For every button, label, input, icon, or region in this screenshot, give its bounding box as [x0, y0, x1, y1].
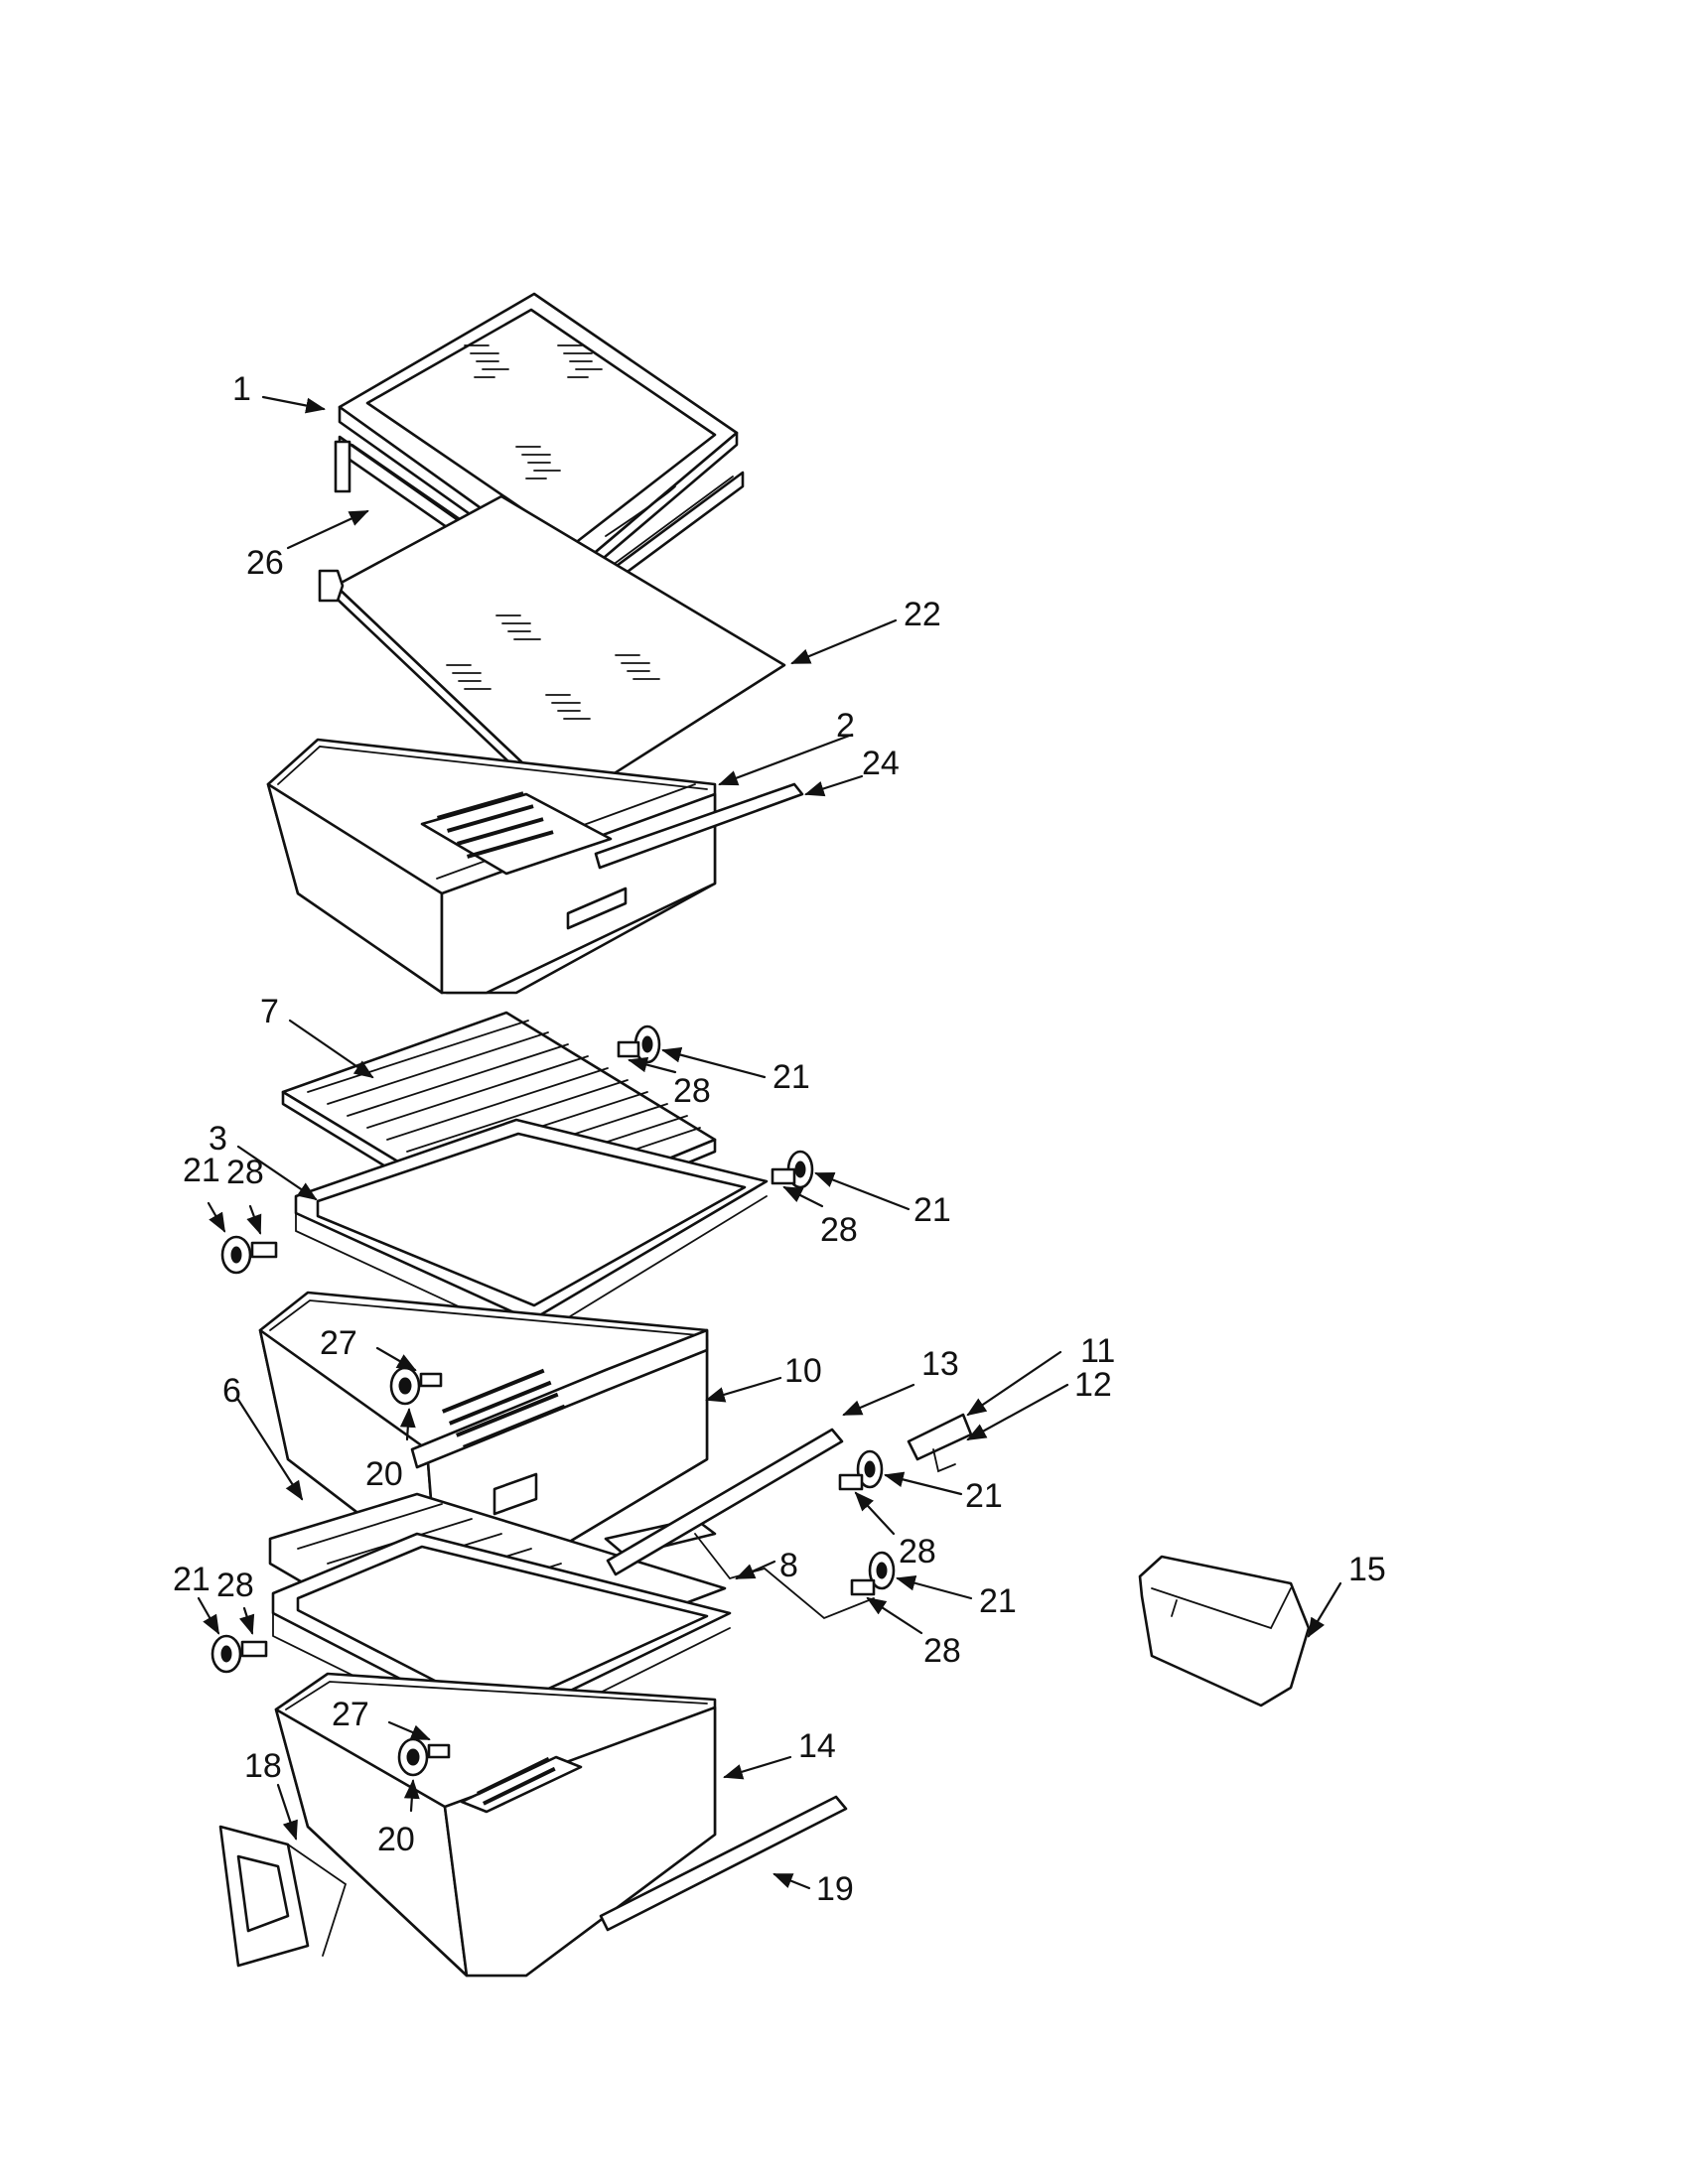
callout-labels: 1 26 22 2 24 7 21 28 3 21 28 21 28 27 20… [173, 370, 1386, 1908]
callout-28b: 28 [226, 1154, 264, 1191]
callout-18: 18 [244, 1747, 282, 1785]
spacer-28e [240, 1640, 268, 1658]
callout-24: 24 [862, 745, 900, 782]
wheel-fasteners [210, 1024, 896, 1777]
callout-22: 22 [904, 596, 941, 633]
wheel-21f [868, 1551, 896, 1590]
callout-21a: 21 [772, 1058, 810, 1096]
callout-28d: 28 [899, 1533, 936, 1570]
callout-2: 2 [836, 707, 855, 745]
callout-14: 14 [798, 1727, 836, 1765]
callout-21c: 21 [913, 1191, 951, 1229]
callout-21d: 21 [965, 1477, 1003, 1515]
wheel-21e [210, 1634, 242, 1674]
crisper-drawer-lower-14 [274, 1672, 717, 1978]
crisper-cover-glass-22 [318, 494, 786, 818]
callout-27a: 27 [320, 1324, 357, 1362]
callout-11: 11 [1080, 1332, 1115, 1370]
callout-20a: 20 [365, 1455, 403, 1493]
callout-10: 10 [784, 1352, 822, 1390]
callout-13: 13 [921, 1345, 959, 1383]
callout-28c: 28 [820, 1211, 858, 1249]
shelf-frame-8 [271, 1532, 732, 1747]
drawer-handles [218, 1413, 973, 1968]
wheel-21d [856, 1449, 884, 1489]
wheel-20b [397, 1737, 429, 1777]
callout-12: 12 [1074, 1366, 1112, 1404]
spacer-28a [617, 1040, 640, 1058]
callout-21f: 21 [979, 1582, 1017, 1620]
wheel-21b [220, 1235, 252, 1275]
callout-20b: 20 [377, 1821, 415, 1858]
wheel-20a [389, 1366, 421, 1406]
spacer-28f [850, 1578, 876, 1596]
spacer-28b [250, 1241, 278, 1259]
callout-27b: 27 [332, 1696, 369, 1733]
spacer-27b [427, 1743, 451, 1759]
callout-7: 7 [260, 993, 279, 1030]
callout-19: 19 [816, 1870, 854, 1908]
spacer-28c [771, 1167, 796, 1185]
callout-28f: 28 [923, 1632, 961, 1670]
spacer-27a [419, 1372, 443, 1388]
callout-28a: 28 [673, 1072, 711, 1110]
callout-21e: 21 [173, 1561, 210, 1598]
crisper-drawer-upper-2 [266, 738, 804, 995]
callout-26: 26 [246, 544, 284, 582]
storage-bin-15 [1138, 1555, 1311, 1707]
spacer-28d [838, 1473, 864, 1491]
glass-texture-marks [464, 344, 603, 479]
callout-6: 6 [222, 1372, 241, 1410]
callout-28e: 28 [216, 1567, 254, 1604]
leader-lines [197, 395, 1342, 1890]
callout-1: 1 [232, 370, 251, 408]
callout-3: 3 [209, 1120, 227, 1158]
callout-8: 8 [779, 1547, 798, 1584]
callout-21b: 21 [183, 1152, 220, 1189]
callout-15: 15 [1348, 1551, 1386, 1588]
shelf-frame-3 [294, 1118, 769, 1342]
